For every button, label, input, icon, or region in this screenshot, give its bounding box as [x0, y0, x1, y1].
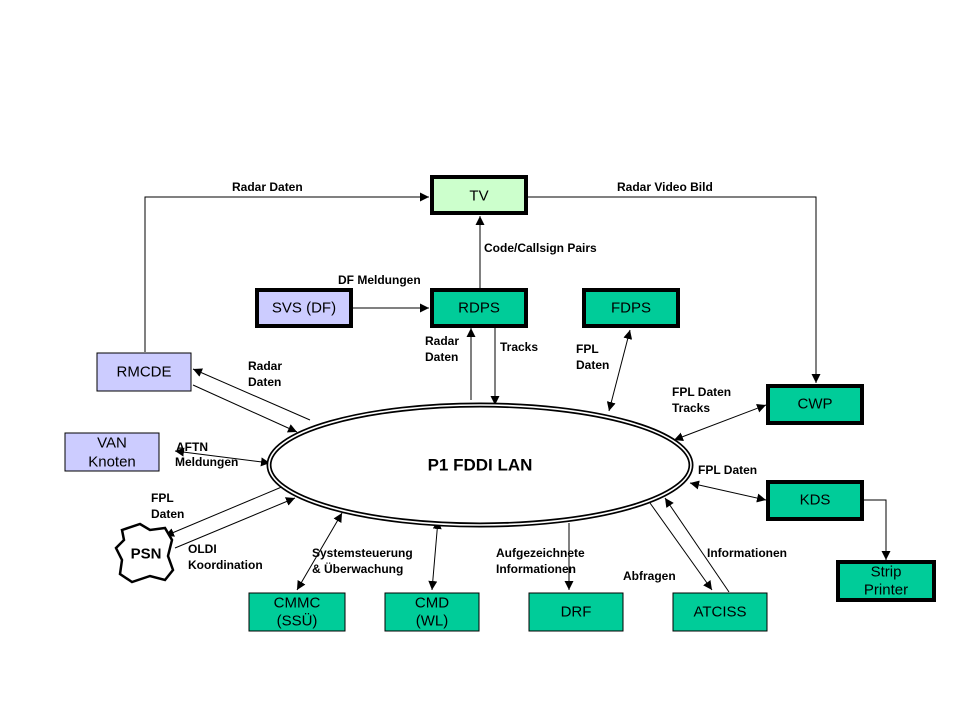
label-kds-lan: FPL Daten	[698, 463, 757, 477]
label-cmmc-lan-1: Systemsteuerung	[312, 546, 413, 560]
node-van-label-2: Knoten	[88, 454, 136, 471]
node-cmd-label-1: CMD	[415, 595, 449, 612]
label-atciss-abfragen: Abfragen	[623, 569, 676, 583]
label-rmcde-lan-1: Radar	[248, 359, 282, 373]
node-drf-label: DRF	[561, 604, 592, 621]
label-van-lan-2: Meldungen	[175, 455, 238, 469]
edge-atciss-lan	[664, 497, 730, 593]
label-rmcde-tv: Radar Daten	[232, 180, 303, 194]
label-cmmc-lan-2: & Überwachung	[312, 561, 403, 576]
edge-lan-psn-fpl	[164, 485, 285, 537]
node-cwp[interactable]: CWP	[766, 384, 864, 425]
node-strip-printer-label-1: Strip	[871, 564, 902, 581]
node-atciss-label: ATCISS	[693, 604, 746, 621]
node-rdps-label: RDPS	[458, 300, 500, 317]
node-van[interactable]: VAN Knoten	[64, 432, 160, 472]
node-cmmc-label-2: (SSÜ)	[277, 612, 318, 630]
label-psn-oldi-2: Koordination	[188, 558, 263, 572]
edge-cmmc-lan	[296, 512, 343, 591]
connectors	[144, 192, 891, 593]
edge-van-lan	[174, 447, 271, 467]
label-drf-lan-2: Informationen	[496, 562, 576, 576]
node-cmmc[interactable]: CMMC (SSÜ)	[248, 592, 346, 632]
node-van-label-1: VAN	[97, 435, 127, 452]
edge-kds-lan	[689, 480, 767, 503]
edge-cmd-lan	[428, 519, 442, 591]
node-atciss[interactable]: ATCISS	[672, 592, 768, 632]
node-rmcde-label: RMCDE	[117, 364, 172, 381]
edge-cwp-lan	[673, 403, 767, 442]
label-lan-rdps-1: Radar	[425, 334, 459, 348]
label-psn-fpl-1: FPL	[151, 491, 174, 505]
node-strip-printer[interactable]: Strip Printer	[836, 560, 936, 602]
node-psn-label: PSN	[131, 546, 162, 563]
node-tv[interactable]: TV	[430, 175, 528, 215]
edge-labels: Radar Daten Radar Video Bild Code/Callsi…	[151, 180, 787, 583]
label-cwp-lan-1: FPL Daten	[672, 385, 731, 399]
node-drf[interactable]: DRF	[528, 592, 624, 632]
node-svs[interactable]: SVS (DF)	[255, 288, 353, 328]
label-lan-rdps-2: Daten	[425, 350, 458, 364]
edge-fdps-lan	[606, 329, 633, 412]
node-cwp-label: CWP	[798, 396, 833, 413]
fddi-lan-ring[interactable]: P1 FDDI LAN	[266, 402, 694, 528]
label-rmcde-lan-2: Daten	[248, 375, 281, 389]
label-drf-lan-1: Aufgezeichnete	[496, 546, 585, 560]
label-cwp-lan-2: Tracks	[672, 401, 710, 415]
node-fdps-label: FDPS	[611, 300, 651, 317]
edge-tv-cwp	[527, 196, 821, 383]
edge-lan-atciss	[649, 502, 713, 591]
label-svs-rdps: DF Meldungen	[338, 273, 421, 287]
node-psn[interactable]: PSN	[114, 522, 175, 584]
node-strip-printer-label-2: Printer	[864, 582, 908, 599]
label-fdps-lan-1: FPL	[576, 342, 599, 356]
edge-kds-printer	[864, 499, 891, 560]
label-rdps-lan: Tracks	[500, 340, 538, 354]
node-kds[interactable]: KDS	[766, 480, 864, 521]
edge-rmcde-tv	[144, 192, 429, 352]
edge-psn-lan-oldi	[174, 497, 296, 549]
node-cmmc-label-1: CMMC	[274, 595, 321, 612]
node-cmd[interactable]: CMD (WL)	[384, 592, 480, 632]
node-rmcde[interactable]: RMCDE	[96, 352, 192, 392]
label-van-lan-1: AFTN	[176, 440, 208, 454]
node-rdps[interactable]: RDPS	[430, 288, 528, 328]
label-tv-cwp: Radar Video Bild	[617, 180, 713, 194]
label-psn-oldi-1: OLDI	[188, 542, 217, 556]
node-tv-label: TV	[469, 188, 488, 205]
node-kds-label: KDS	[800, 492, 831, 509]
label-atciss-info: Informationen	[707, 546, 787, 560]
node-cmd-label-2: (WL)	[416, 613, 449, 630]
lan-label: P1 FDDI LAN	[428, 456, 533, 475]
node-fdps[interactable]: FDPS	[582, 288, 680, 328]
label-psn-fpl-2: Daten	[151, 507, 184, 521]
edge-rmcde-lan	[192, 384, 298, 433]
label-rdps-tv: Code/Callsign Pairs	[484, 241, 597, 255]
node-svs-label: SVS (DF)	[272, 300, 336, 317]
label-fdps-lan-2: Daten	[576, 358, 609, 372]
edge-lan-rmcde	[192, 368, 311, 421]
